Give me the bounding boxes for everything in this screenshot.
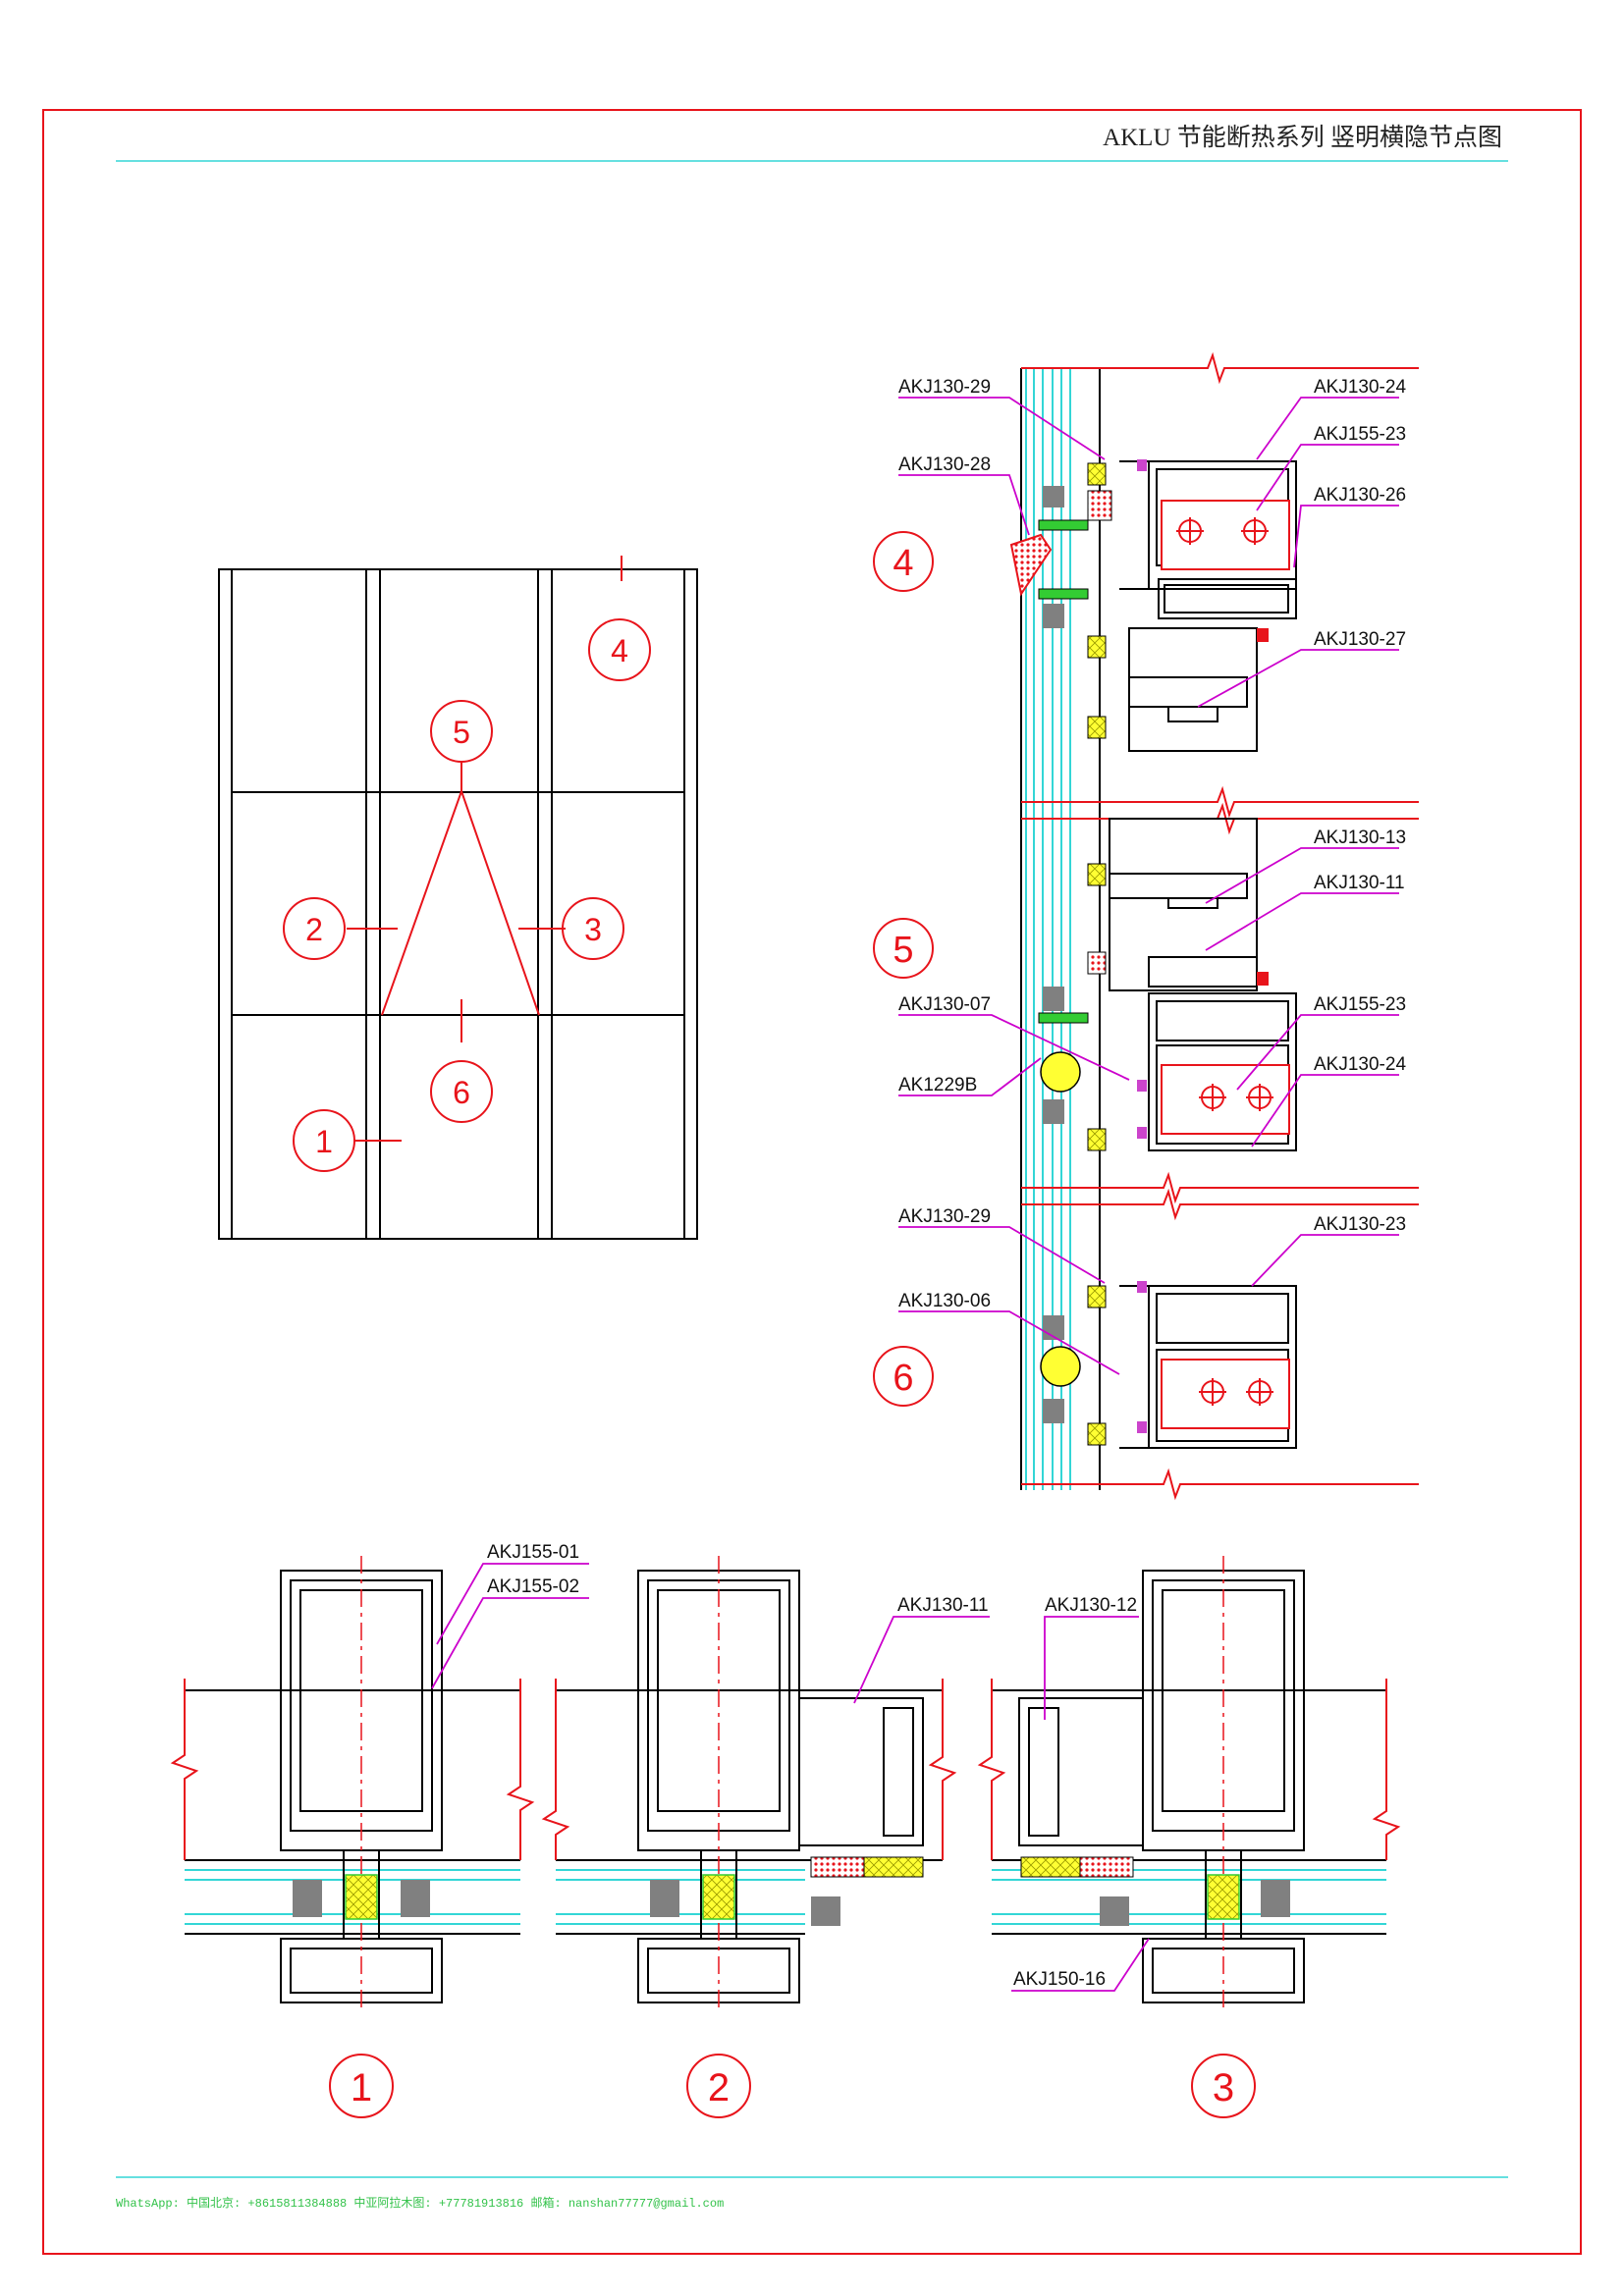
break-line-icon: [170, 1679, 1401, 1860]
label-ak1229b: AK1229B: [898, 1075, 977, 1095]
bolt-crosshair-icon: [1199, 1378, 1273, 1406]
label-akj130-27: AKJ130-27: [1314, 629, 1406, 650]
structural-gasket: [1040, 1051, 1081, 1093]
label-akj130-06: AKJ130-06: [898, 1291, 991, 1311]
plan-mark-2: 2: [708, 2066, 730, 2109]
label-akj130-13: AKJ130-13: [1314, 828, 1406, 848]
label-akj130-24-mid: AKJ130-24: [1314, 1054, 1406, 1075]
plan-3-mullion: [1018, 1570, 1305, 2003]
label-akj155-23-top: AKJ155-23: [1314, 424, 1406, 445]
detail-mark-4: 4: [893, 543, 913, 584]
detail-6-profile: [1119, 1285, 1297, 1449]
drawing-title: AKLU 节能断热系列 竖明横隐节点图: [1103, 124, 1502, 151]
marker-6: 6: [453, 1075, 470, 1110]
plan-glass: [185, 1869, 1386, 1925]
detail-leaders: [898, 397, 1399, 1375]
plan-mark-1: 1: [351, 2066, 372, 2109]
vertical-section-details: 4 5 6 AKJ130-29 AKJ130-28 AKJ130-24 AKJ1…: [873, 351, 1419, 1501]
label-akj130-24-top: AKJ130-24: [1314, 377, 1406, 398]
structural-gasket: [1040, 1346, 1081, 1387]
detail-mark-6: 6: [893, 1358, 913, 1399]
label-akj155-02: AKJ155-02: [487, 1576, 579, 1597]
bolt-crosshair-icon: [1176, 517, 1269, 545]
label-akj150-16: AKJ150-16: [1013, 1969, 1106, 1990]
label-akj155-23-mid: AKJ155-23: [1314, 994, 1406, 1015]
label-akj155-01: AKJ155-01: [487, 1542, 579, 1563]
footer-contact: WhatsApp: 中国北京: +8615811384888 中亚阿拉木图: +…: [116, 2195, 724, 2211]
plan-leaders: [431, 1563, 1150, 1992]
detail-4-profile: [1119, 460, 1297, 752]
label-akj130-29-bottom: AKJ130-29: [898, 1206, 991, 1227]
plan-mark-3: 3: [1213, 2066, 1234, 2109]
detail-4-bracket: [1161, 500, 1290, 570]
label-akj130-29-top: AKJ130-29: [898, 377, 991, 398]
marker-1: 1: [315, 1124, 333, 1159]
elevation-marker-numbers: 5 2 3 4 6 1: [305, 633, 628, 1159]
detail-5-bracket: [1161, 1064, 1290, 1135]
label-akj130-26: AKJ130-26: [1314, 485, 1406, 506]
facade-elevation: [218, 568, 698, 1240]
marker-3: 3: [584, 912, 602, 947]
detail-mark-5: 5: [893, 930, 913, 971]
plan-2-mullion: [637, 1570, 924, 2003]
elevation-callouts: [283, 556, 651, 1172]
label-akj130-28: AKJ130-28: [898, 454, 991, 475]
marker-4: 4: [611, 633, 628, 668]
bolt-crosshair-icon: [1199, 1084, 1273, 1111]
label-akj130-11-plan: AKJ130-11: [897, 1595, 989, 1616]
drawing-border: [42, 109, 1582, 2255]
detail-6-bracket: [1161, 1359, 1290, 1429]
label-akj130-07: AKJ130-07: [898, 994, 991, 1015]
label-akj130-23: AKJ130-23: [1314, 1214, 1406, 1235]
label-akj130-11-section: AKJ130-11: [1314, 873, 1405, 893]
marker-5: 5: [453, 715, 470, 750]
plan-section-details: 1 2 3 AKJ155-01 AKJ155-02 AKJ130-11 AKJ1…: [170, 1542, 1401, 2118]
label-akj130-12: AKJ130-12: [1045, 1595, 1137, 1616]
marker-2: 2: [305, 912, 323, 947]
